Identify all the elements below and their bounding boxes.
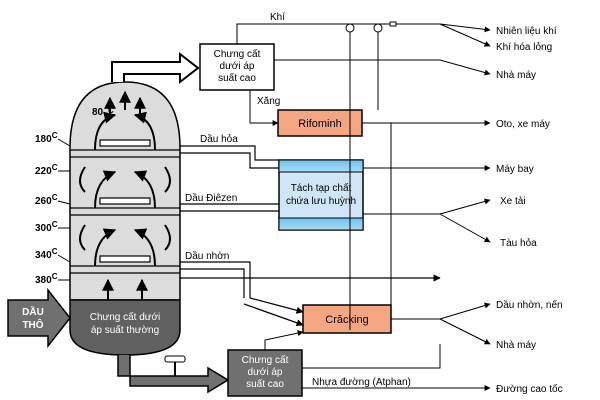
stream-dau-hoa: Dầu hỏa [200, 133, 238, 145]
svg-text:suất cao: suất cao [218, 72, 256, 84]
cracking-box: Crăcking [302, 304, 392, 334]
temp-220: 220C [35, 163, 58, 177]
output-nha-may-1: Nhà máy [496, 70, 536, 81]
temp-260: 260C [35, 193, 58, 207]
stream-khi: Khí [270, 12, 285, 23]
svg-text:Tách tạp chất: Tách tạp chất [291, 182, 352, 194]
svg-text:dưới áp: dưới áp [248, 367, 283, 378]
stream-xang: Xăng [257, 96, 280, 107]
distillation-column: 80 C Chưng cất dưới áp suất thường [69, 81, 181, 356]
svg-text:chứa lưu huỳnh: chứa lưu huỳnh [286, 196, 356, 207]
top-temp-value: 80 [92, 107, 104, 118]
hp-distillation-bottom-box: Chưng cất dưới áp suất cao [227, 349, 303, 397]
column-base-label-2: áp suất thường [91, 324, 159, 336]
rifominh-box: Rifominh [277, 109, 363, 137]
svg-text:Crăcking: Crăcking [325, 314, 368, 326]
crude-label-1: DẦU [22, 305, 44, 318]
output-labels: Nhiên liệu khí Khí hóa lỏng Nhà máy Oto,… [496, 26, 563, 395]
column-body [69, 81, 181, 301]
temp-380: 380C [35, 272, 58, 286]
output-xe-tai: Xe tải [500, 196, 526, 207]
svg-text:dưới áp: dưới áp [220, 61, 255, 72]
output-tau-hoa: Tàu hỏa [500, 237, 537, 249]
temp-180: 180C [35, 131, 58, 145]
temp-340: 340C [35, 247, 58, 261]
connector-lines [236, 21, 491, 391]
stream-dau-diezen: Dầu Điêzen [185, 192, 237, 204]
column-base-label-1: Chưng cất dưới [90, 311, 161, 323]
stream-pipes [180, 145, 441, 327]
output-duong-cao-toc: Đường cao tốc [496, 383, 563, 395]
crude-oil-arrow: DẦU THÔ [7, 287, 71, 349]
top-temp-unit: C [108, 106, 114, 115]
bubble-caps [99, 139, 151, 263]
stream-dau-nhon: Dầu nhờn [185, 250, 229, 262]
column-vapour-arrows [79, 90, 171, 300]
crude-label-2: THÔ [22, 318, 43, 331]
stream-labels: Khí Xăng Dầu hỏa Dầu Điêzen Dầu nhờn Nhự… [185, 12, 411, 388]
temperature-labels: 180C 220C 260C 300C 340C 380C [35, 131, 71, 286]
svg-text:Chưng cất: Chưng cất [242, 354, 289, 366]
output-dau-nhon-nen: Dầu nhờn, nến [496, 299, 563, 311]
column-trays [70, 149, 180, 274]
output-nhien-lieu-khi: Nhiên liệu khí [496, 26, 557, 37]
top-outlet-arrow [111, 51, 200, 85]
output-oto-xe-may: Oto, xe máy [496, 119, 550, 130]
sulfur-removal-box: Tách tạp chất chứa lưu huỳnh [278, 159, 364, 231]
output-nha-may-2: Nhà máy [496, 340, 536, 351]
svg-text:Chưng cất: Chưng cất [214, 48, 261, 60]
temp-300: 300C [35, 220, 58, 234]
hp-distillation-top-box: Chưng cất dưới áp suất cao [199, 43, 275, 91]
svg-text:Rifominh: Rifominh [298, 118, 341, 130]
svg-text:suất cao: suất cao [246, 378, 284, 390]
output-may-bay: Máy bay [496, 164, 534, 175]
residue-arrow [117, 355, 230, 394]
stream-nhua-duong: Nhựa đường (Atphan) [312, 377, 411, 388]
output-khi-hoa-long: Khí hóa lỏng [496, 41, 552, 53]
